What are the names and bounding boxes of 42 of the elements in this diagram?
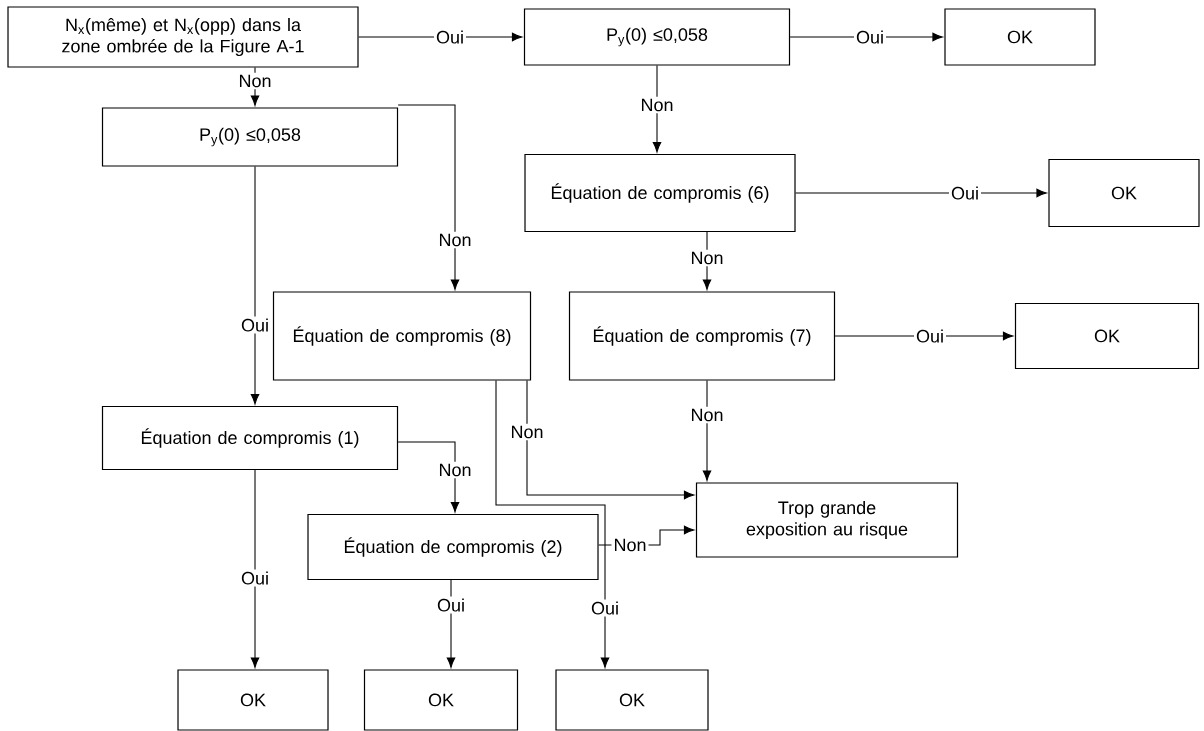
result-box: OK <box>944 8 1096 66</box>
arrow <box>702 380 712 481</box>
edge-label: Oui <box>589 599 621 617</box>
result-box: OK <box>555 669 709 731</box>
edge-label: Non <box>638 96 676 114</box>
edge-label: Non <box>508 423 546 441</box>
edge-label: Non <box>688 406 726 424</box>
edge-label: Oui <box>435 596 467 614</box>
arrow <box>250 469 260 668</box>
process-box: Équation de compromis (8) <box>272 291 532 381</box>
arrow <box>795 188 1047 198</box>
process-box: Équation de compromis (1) <box>101 405 399 471</box>
process-box: Équation de compromis (2) <box>307 513 599 581</box>
process-box: Équation de compromis (6) <box>524 153 796 233</box>
arrow <box>397 104 460 290</box>
edge-label: Non <box>688 249 726 267</box>
result-box: OK <box>363 669 519 731</box>
process-box: P$_{y}$(0) ≤0,058 <box>523 8 791 66</box>
edge-label: Oui <box>434 28 466 46</box>
edge-label: Oui <box>854 28 886 46</box>
edge-label: Oui <box>914 327 946 345</box>
result-box: OK <box>1014 302 1200 370</box>
edge-label: Non <box>611 536 649 554</box>
arrow <box>702 231 712 290</box>
edge-label: Oui <box>239 316 271 334</box>
edge-label: Oui <box>949 184 981 202</box>
edge-label: Non <box>236 72 274 90</box>
arrow <box>250 166 260 405</box>
arrow <box>397 441 460 513</box>
process-box: Équation de compromis (7) <box>568 291 836 381</box>
arrow <box>250 67 260 106</box>
process-box: Trop grande exposition au risque <box>695 482 959 558</box>
result-box: OK <box>1048 158 1200 228</box>
result-box: OK <box>177 669 329 731</box>
edge-label: Oui <box>239 569 271 587</box>
process-box: N$_{x}$(même) et N$_{x}$(opp) dans la zone ombrée de la Figure A-1 <box>7 6 359 68</box>
edge-label: Non <box>436 461 474 479</box>
process-box: P$_{y}$(0) ≤0,058 <box>101 107 399 167</box>
arrow <box>495 380 610 668</box>
arrow <box>526 380 695 500</box>
arrow <box>446 579 456 668</box>
edge-label: Non <box>436 231 474 249</box>
